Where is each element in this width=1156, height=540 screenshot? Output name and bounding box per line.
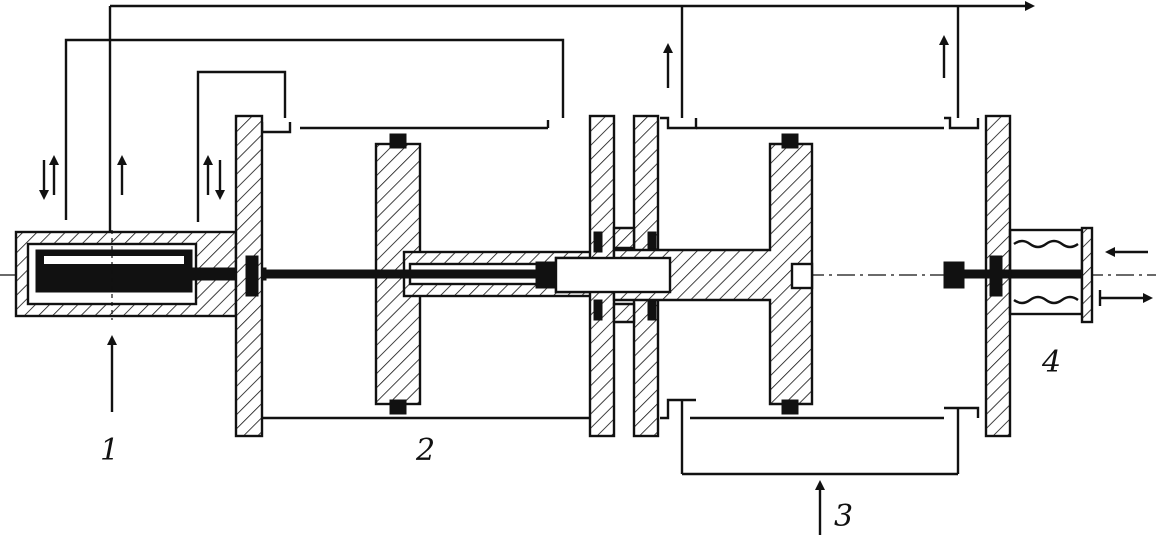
component-1-cylinder: [14, 230, 267, 320]
label-1: 1: [100, 433, 119, 468]
label-4: 4: [1041, 345, 1061, 380]
component-3-cylinder: [554, 114, 1085, 535]
label-3: 3: [834, 499, 853, 534]
top-pipes: [64, 1, 1035, 235]
component-2-cylinder: [234, 114, 672, 438]
component-4-sensor: [1008, 226, 1153, 324]
left-flow-arrows: [39, 155, 225, 412]
label-2: 2: [415, 433, 435, 468]
